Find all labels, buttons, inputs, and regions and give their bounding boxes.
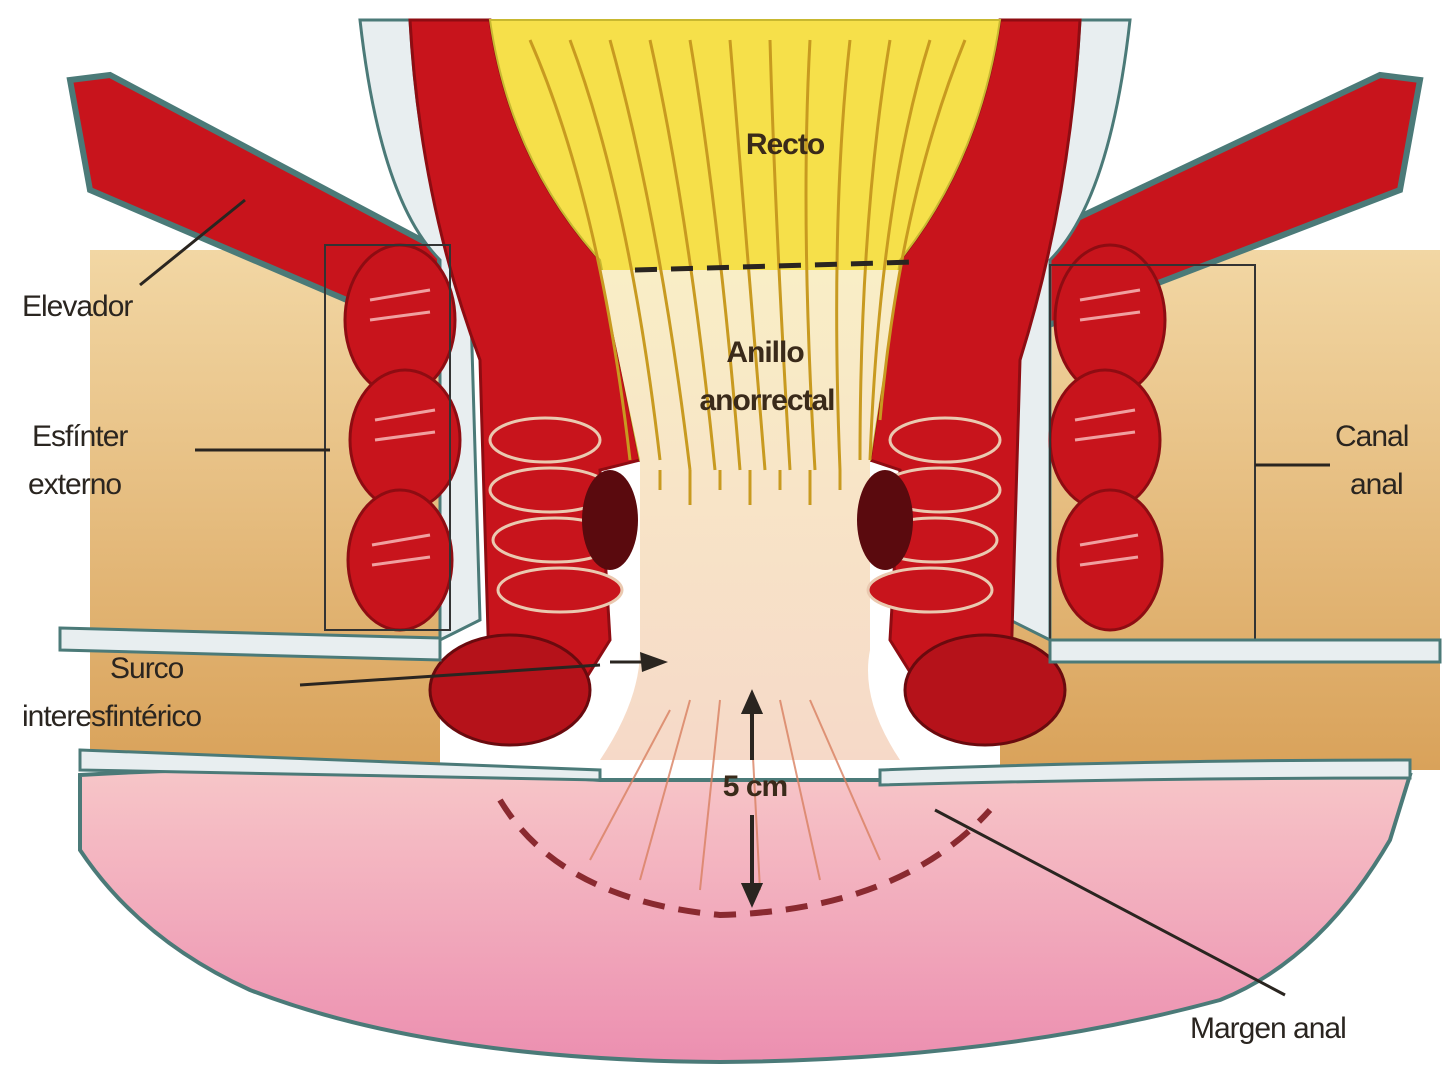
label-canal-line1: Canal xyxy=(1335,420,1408,454)
external-sphincter-right xyxy=(1050,245,1165,630)
label-anillo-line1: Anillo xyxy=(710,336,820,370)
label-elevador: Elevador xyxy=(22,290,132,324)
label-canal-line2: anal xyxy=(1350,468,1403,502)
label-surco-line1: Surco xyxy=(110,652,183,686)
label-distance: 5 cm xyxy=(700,770,810,804)
label-surco-line2: interesfintérico xyxy=(22,700,201,734)
hemorrhoidal-cushion-left xyxy=(582,470,638,570)
label-esfinter-line2: externo xyxy=(28,468,121,502)
label-margen: Margen anal xyxy=(1190,1012,1346,1046)
label-esfinter-line1: Esfínter xyxy=(32,420,127,454)
subcutaneous-sphincter-right xyxy=(905,635,1065,745)
label-anillo-line2: anorrectal xyxy=(672,384,862,418)
label-recto: Recto xyxy=(730,128,840,162)
hemorrhoidal-cushion-right xyxy=(857,470,913,570)
subcutaneous-sphincter-left xyxy=(430,635,590,745)
